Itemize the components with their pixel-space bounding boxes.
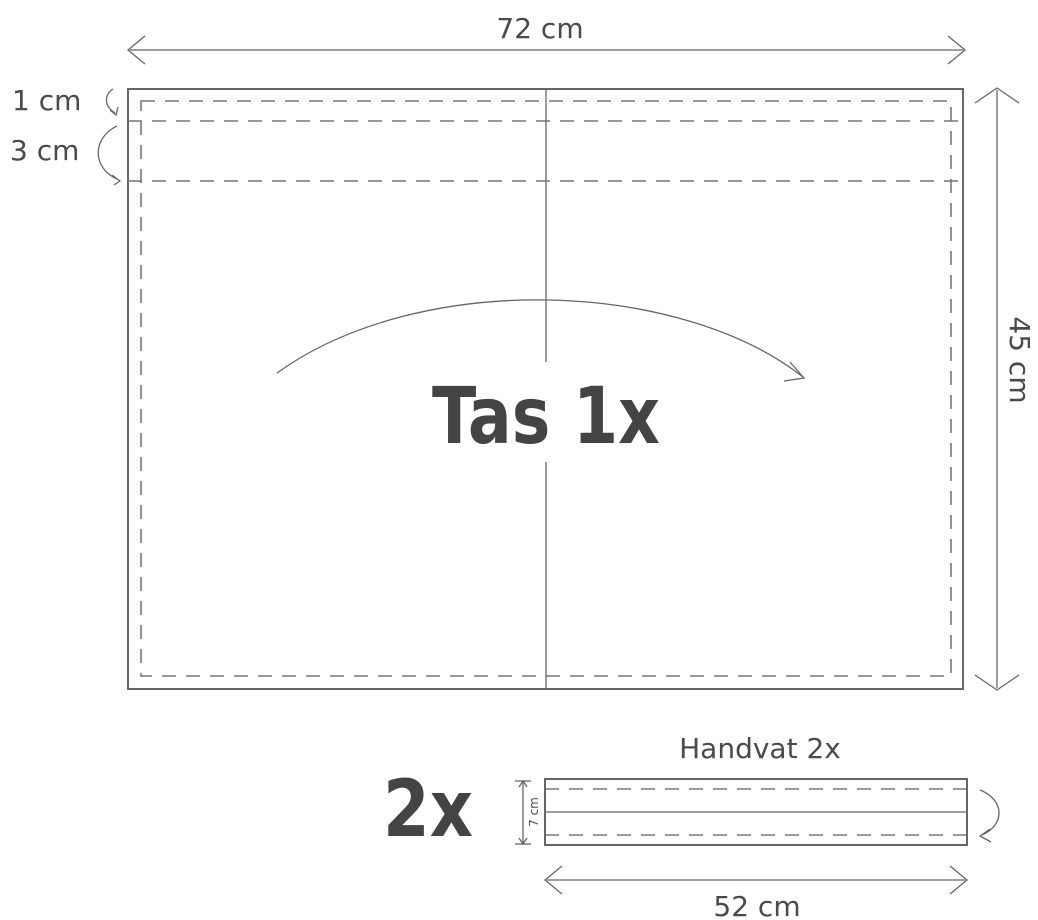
seam-allowance-curve — [105, 88, 116, 114]
bag-title: Tas 1x — [432, 372, 660, 462]
handle-piece: Handvat 2x 2x 7 cm 52 cm — [383, 732, 1000, 920]
handle-width-label: 52 cm — [713, 890, 800, 920]
fold-arrow — [276, 299, 804, 378]
handle-height-label: 7 cm — [527, 797, 541, 827]
hem-curve — [97, 125, 118, 180]
fold-arrow-head — [783, 361, 806, 382]
hem-label: 3 cm — [10, 134, 79, 167]
handle-title: Handvat 2x — [679, 732, 841, 765]
bag-height-dimension: 45 cm — [974, 87, 1036, 691]
bag-width-label: 72 cm — [496, 12, 583, 45]
handle-quantity: 2x — [383, 765, 473, 855]
bag-height-label: 45 cm — [1003, 316, 1036, 403]
bag-piece: Tas 1x — [127, 88, 964, 690]
hem-dimensions: 1 cm 3 cm — [10, 84, 122, 186]
seam-allowance-label: 1 cm — [12, 84, 81, 117]
handle-fold-arrow — [979, 789, 1000, 836]
bag-width-dimension: 72 cm — [126, 12, 967, 65]
